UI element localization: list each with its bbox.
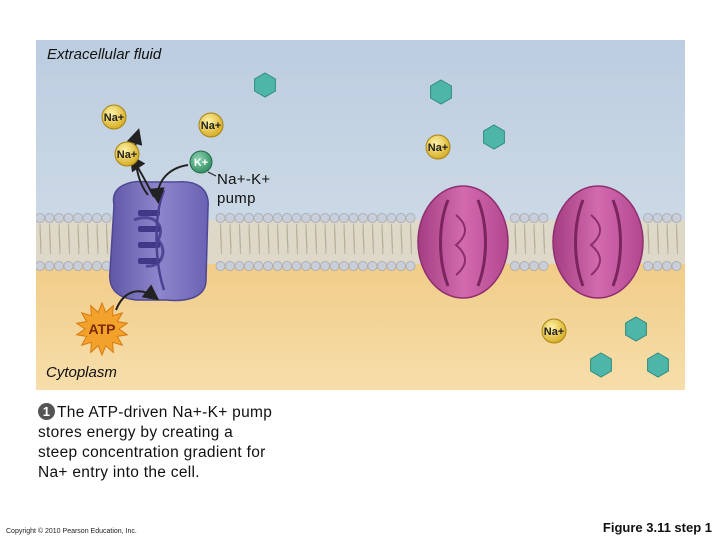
caption-line3: steep concentration gradient for [38, 444, 266, 461]
svg-text:Na+: Na+ [104, 112, 125, 124]
pump-label-leader [207, 171, 217, 177]
svg-text:ATP: ATP [89, 321, 116, 337]
na-ion: Na+ [425, 134, 451, 160]
caption-line1: The ATP-driven Na+-K+ pump [57, 404, 273, 421]
cytoplasm-label: Cytoplasm [46, 364, 117, 381]
na-ion: Na+ [101, 104, 127, 130]
svg-text:K+: K+ [194, 157, 208, 169]
na-ion: Na+ [114, 141, 140, 167]
solute-hexagon [590, 352, 612, 378]
step-number-badge: 1 [38, 403, 55, 420]
pump-label-line1: Na+-K+ [217, 171, 271, 188]
na-k-pump [109, 180, 209, 302]
atp-burst: ATP [75, 301, 129, 357]
channel-protein-2 [552, 185, 644, 299]
svg-text:Na+: Na+ [117, 149, 138, 161]
solute-hexagon [647, 352, 669, 378]
figure-reference: Figure 3.11 step 1 [602, 520, 712, 535]
atp-arrow [115, 284, 160, 311]
svg-text:Na+: Na+ [544, 326, 565, 338]
solute-hexagon [254, 72, 276, 98]
copyright-notice: Copyright © 2010 Pearson Education, Inc. [6, 528, 137, 535]
pump-label-line2: pump [217, 190, 256, 207]
channel-protein-1 [417, 185, 509, 299]
k-entry-arrow [148, 164, 189, 204]
pump-label: Na+-K+ pump [217, 170, 271, 208]
k-ion: K+ [189, 150, 213, 174]
caption-line4: Na+ entry into the cell. [38, 464, 200, 481]
solute-hexagon [625, 316, 647, 342]
svg-text:Na+: Na+ [428, 142, 449, 154]
extracellular-fluid-label: Extracellular fluid [47, 46, 162, 63]
na-ion: Na+ [541, 318, 567, 344]
solute-hexagon [483, 124, 505, 150]
caption-line2: stores energy by creating a [38, 424, 234, 441]
svg-text:Na+: Na+ [201, 120, 222, 132]
solute-hexagon [430, 79, 452, 105]
membrane-diagram: Na+ Na+ Na+ Na+ Na+ K+ ATP [36, 40, 685, 390]
na-ion: Na+ [198, 112, 224, 138]
